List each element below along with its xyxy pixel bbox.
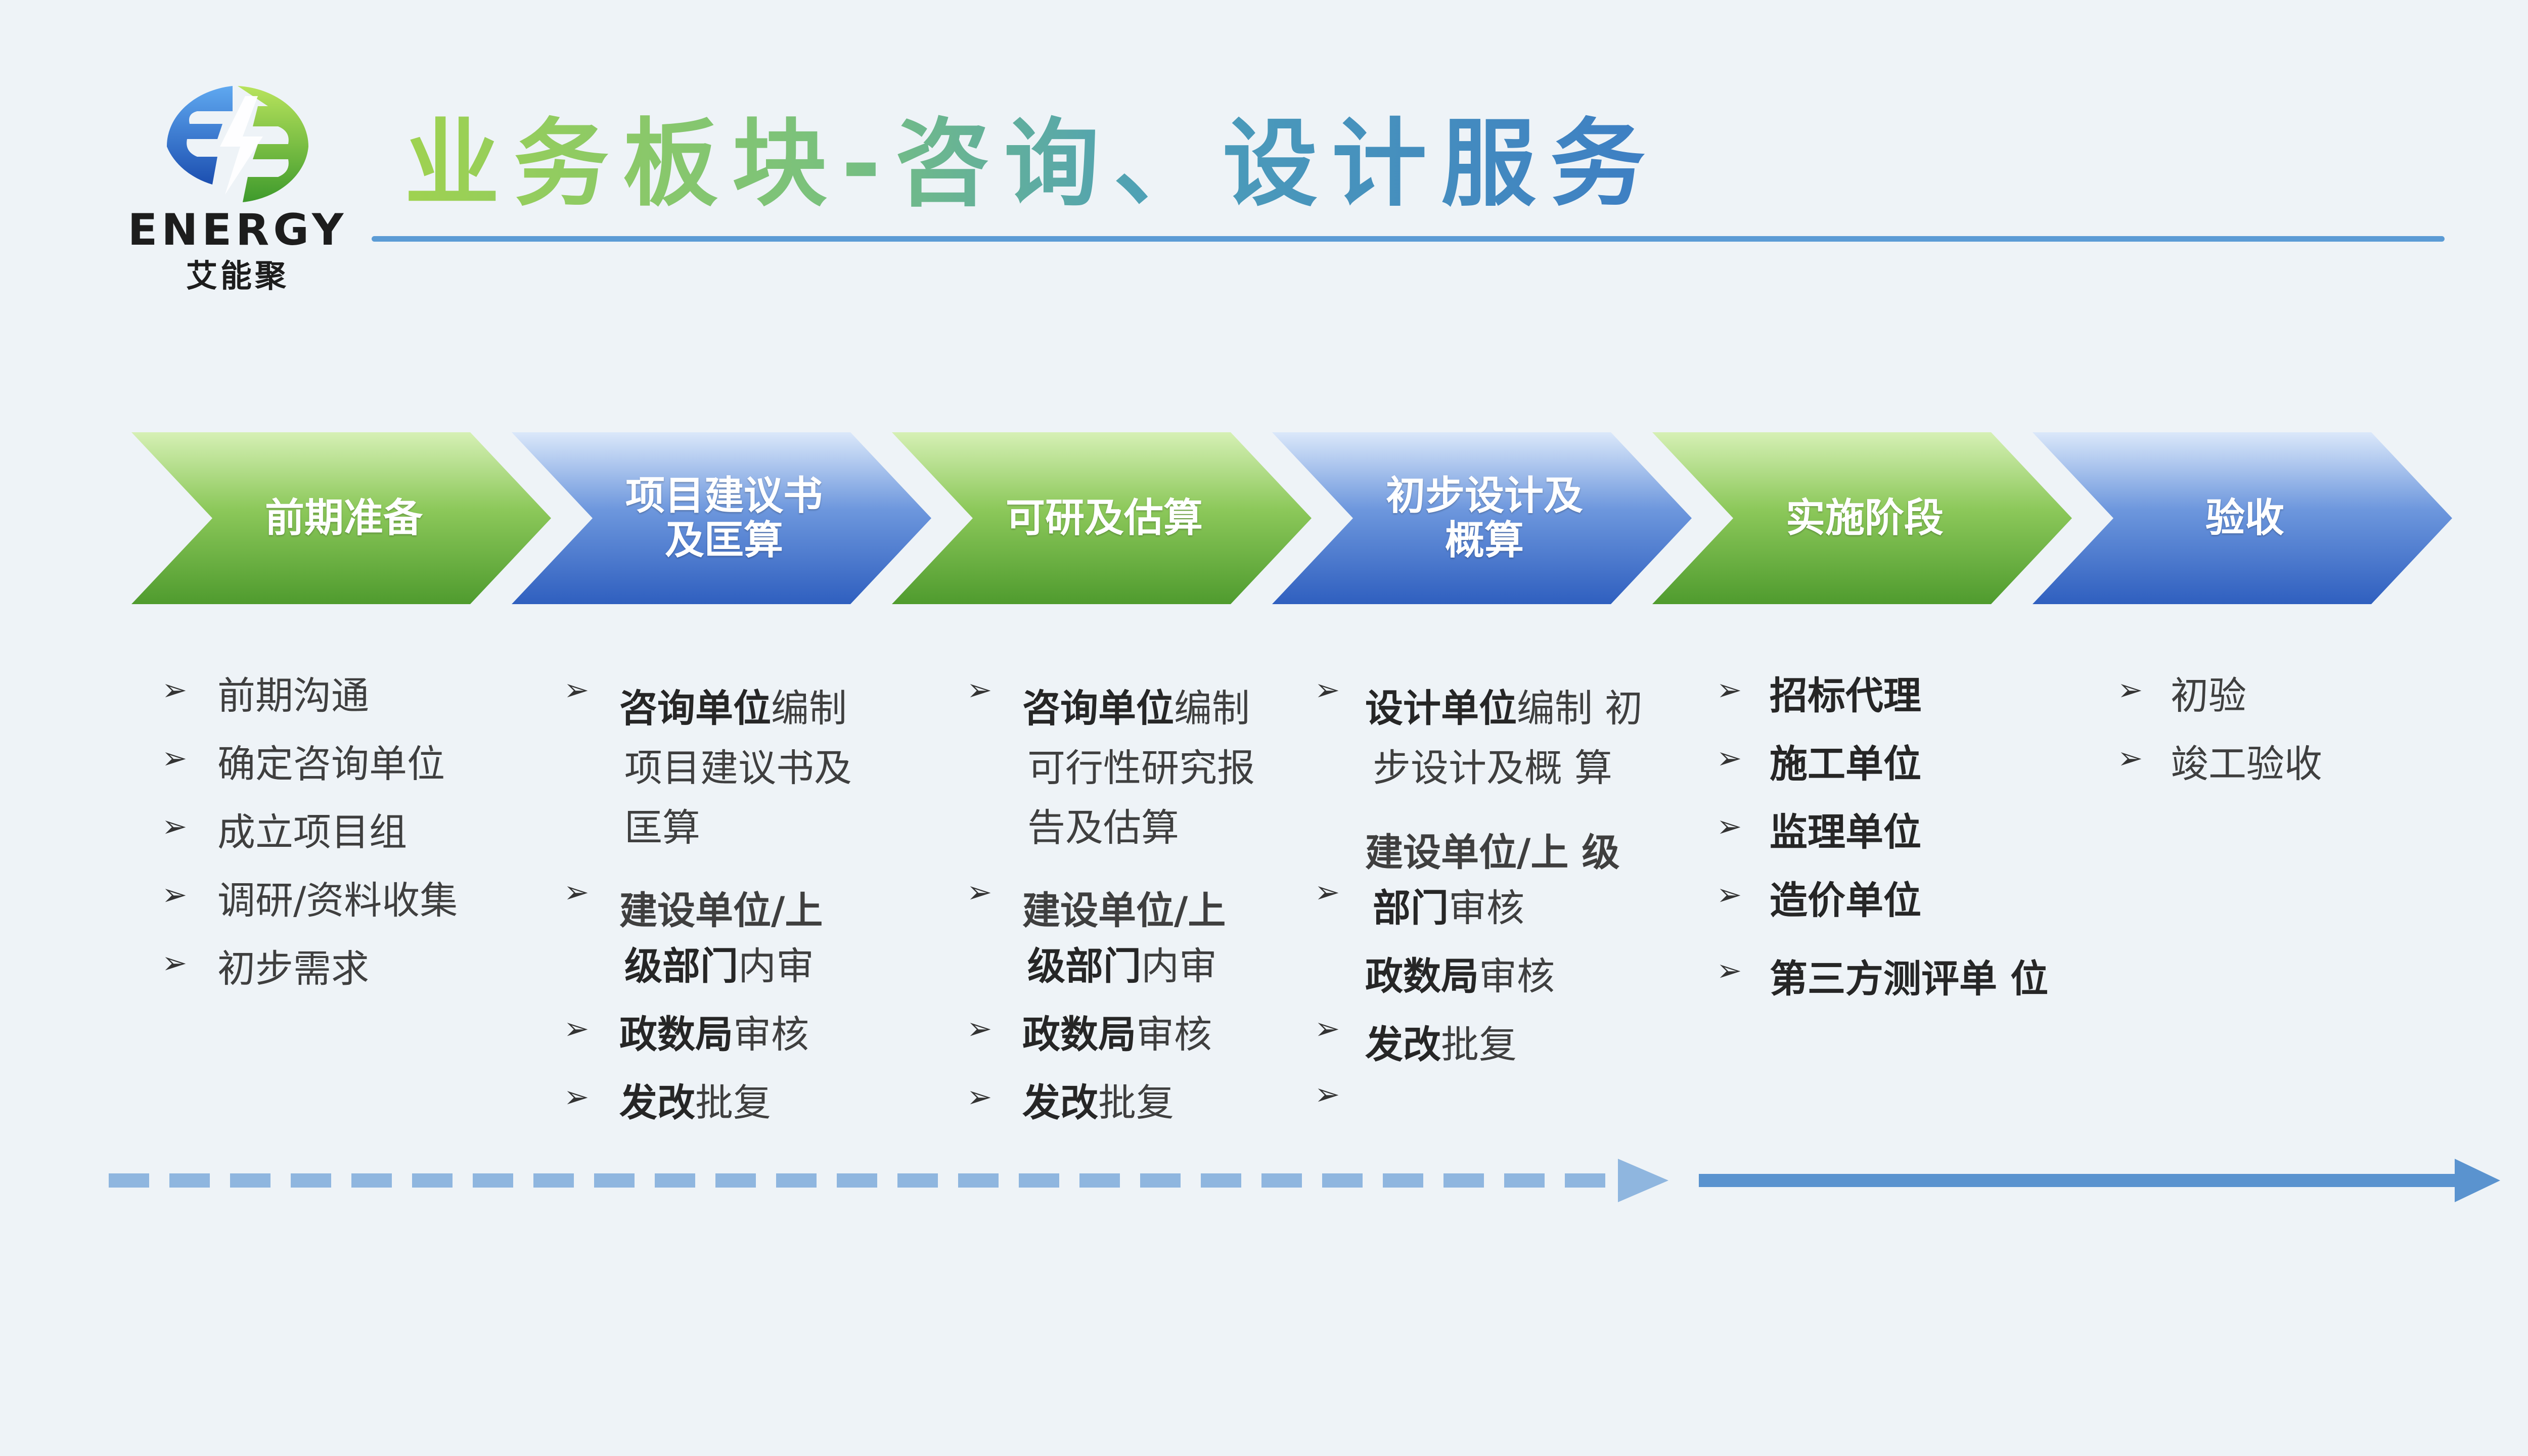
task-item: 造价单位 [1770,878,1922,923]
bullet-arrow-icon: ➢ [1717,809,1742,844]
task-item: 政数局审核 [619,1012,809,1057]
task-item: 建设单位/上 [619,888,823,933]
bullet-arrow-icon: ➢ [967,1079,992,1115]
task-item: 发改批复 [1022,1080,1175,1125]
task-item: 发改批复 [619,1080,772,1125]
bullet-arrow-icon: ➢ [1315,1011,1340,1046]
timeline-arrows [101,1148,2508,1213]
task-item: 初验 [2171,673,2247,718]
bullet-arrow-icon: ➢ [967,875,992,910]
bullet-arrow-icon: ➢ [1717,953,1742,988]
bullet-arrow-icon: ➢ [162,809,188,844]
task-item: 确定咨询单位 [217,742,445,786]
stage-label-5: 实施阶段 [1785,495,1944,541]
task-item-cont: 告及估算 [1027,805,1180,850]
stage-label-4: 初步设计及 概算 [1385,473,1583,563]
bullet-arrow-icon: ➢ [564,672,590,708]
task-item: 咨询单位编制 [1022,686,1250,731]
task-item: 发改批复 [1365,1022,1517,1067]
task-item: 建设单位/上 [1022,888,1226,933]
task-item: 施工单位 [1770,742,1922,786]
bullet-arrow-icon: ➢ [162,741,188,776]
company-logo: ENERGY 艾能聚 [101,76,374,294]
solid-arrow [1699,1159,2500,1202]
stage-chevron-6 [2033,432,2452,604]
task-item-cont: 建设单位/上 级 [1365,830,1620,875]
task-item-cont: 政数局审核 [1365,954,1555,998]
task-item: 招标代理 [1770,673,1922,718]
bullet-arrow-icon: ➢ [1717,672,1742,708]
bullet-arrow-icon: ➢ [162,877,188,913]
task-item-cont: 项目建议书及 [624,746,852,790]
bullet-arrow-icon: ➢ [162,672,188,708]
bullet-arrow-icon: ➢ [564,875,590,910]
bullet-arrow-icon: ➢ [162,945,188,981]
stage-chevron-5 [1652,432,2072,604]
title-underline [372,236,2445,242]
bullet-arrow-icon: ➢ [1315,1077,1340,1112]
task-item-cont: 级部门内审 [624,944,815,988]
stage-label-6: 验收 [2205,495,2284,541]
stage-chevron-4 [1272,432,1692,604]
bullet-arrow-icon: ➢ [1315,875,1340,910]
bullet-arrow-icon: ➢ [1717,741,1742,776]
bullet-arrow-icon: ➢ [2117,741,2143,776]
bullet-arrow-icon: ➢ [1315,672,1340,708]
task-item: 政数局审核 [1022,1012,1212,1057]
bullet-arrow-icon: ➢ [2117,672,2143,708]
logo-wordmark: ENERGY [127,205,348,255]
process-chevrons: 前期准备 项目建议书 及匡算 可研及估算 初步设计及 概算 实施阶段 验收 [131,432,2457,604]
stage-chevron-3 [892,432,1312,604]
task-item: 竣工验收 [2171,742,2323,786]
page-title: 业务板块-咨询、设计服务 [404,109,1660,219]
task-item: 调研/资料收集 [217,878,458,923]
task-item-cont: 可行性研究报 [1027,746,1255,790]
stage-chevron-2 [512,432,931,604]
stage-label-2: 项目建议书 及匡算 [625,473,823,563]
stage-label-1: 前期准备 [264,495,423,541]
task-item: 第三方测评单 位 [1770,957,2049,1001]
energy-logo-icon [166,86,309,202]
task-item-cont: 级部门内审 [1027,944,1217,988]
task-item: 部门审核 [1373,886,1525,930]
stage-chevron-1 [131,432,551,604]
task-item: 设计单位编制 初 [1365,686,1643,731]
task-item: 监理单位 [1770,810,1922,854]
task-item: 咨询单位编制 [619,686,847,731]
task-item: 成立项目组 [217,810,408,854]
stage-label-3: 可研及估算 [1005,495,1203,541]
bullet-arrow-icon: ➢ [564,1079,590,1115]
logo-chinese-name: 艾能聚 [186,257,289,294]
task-item-cont: 步设计及概 算 [1373,746,1612,790]
bullet-arrow-icon: ➢ [564,1011,590,1046]
task-item: 前期沟通 [217,673,370,718]
task-item-cont: 匡算 [624,805,701,850]
bullet-arrow-icon: ➢ [1717,877,1742,913]
bullet-arrow-icon: ➢ [967,1011,992,1046]
task-item: 初步需求 [217,946,370,991]
dashed-arrow [109,1159,1668,1202]
bullet-arrow-icon: ➢ [967,672,992,708]
